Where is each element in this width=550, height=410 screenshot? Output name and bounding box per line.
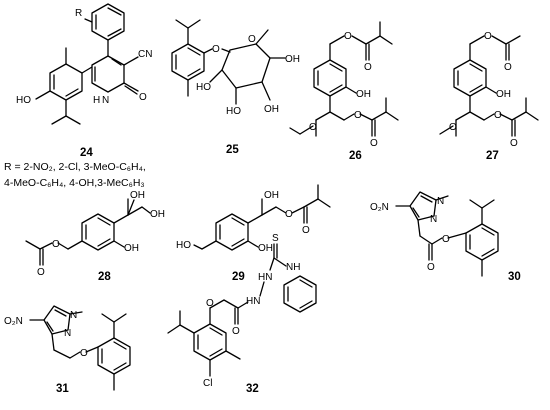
label-31-n2: N: [70, 310, 77, 321]
compound-27: O O OH O O O 27: [439, 31, 539, 162]
label-28-oh3: OH: [124, 243, 139, 254]
compound-26: O O OH O O O 26: [289, 21, 399, 162]
label-29-oh2: OH: [258, 243, 273, 254]
r-groups-line-2: 4-MeO-C₆H₄, 4-OH,3-MeC₆H₃: [4, 177, 145, 189]
compound-number-29: 29: [232, 271, 245, 283]
label-26-o3: O: [354, 110, 362, 121]
label-32-o1: O: [206, 298, 214, 309]
compound-25: O O OH HO HO OH 25: [171, 19, 300, 156]
label-28-oh1: OH: [130, 190, 145, 201]
compound-30: O₂N N N O O 30: [370, 191, 521, 283]
label-31-o: O: [80, 348, 88, 359]
label-27-o5: O: [449, 122, 457, 133]
label-25-oh1: OH: [285, 54, 300, 65]
label-32-hn2: HN: [246, 296, 260, 307]
compound-29: OH O O OH HO 29: [176, 184, 331, 283]
label-28-oh2: OH: [150, 209, 165, 220]
label-29-ho: HO: [176, 240, 191, 251]
r-groups-line-1: R = 2-NO₂, 2-Cl, 3-MeO-C₆H₄,: [4, 161, 146, 173]
label-30-o2n: O₂N: [370, 202, 389, 213]
label-31-o2n: O₂N: [4, 316, 23, 327]
label-30-n1: N: [430, 214, 437, 225]
label-26-oh: OH: [356, 89, 371, 100]
compound-number-24: 24: [80, 147, 93, 159]
label-30-n2: N: [437, 196, 444, 207]
compound-31: O₂N N N O 31: [4, 305, 131, 395]
label-28-o1: O: [52, 239, 60, 250]
label-29-oh1: OH: [264, 190, 279, 201]
label-25-oh2: OH: [264, 104, 279, 115]
label-27-o1: O: [484, 31, 492, 42]
label-32-nh: NH: [286, 262, 300, 273]
label-27-o4: O: [510, 138, 518, 149]
label-25-o-ring: O: [248, 34, 256, 45]
label-29-o2: O: [302, 225, 310, 236]
label-26-o2: O: [364, 62, 372, 73]
compound-number-30: 30: [508, 271, 521, 283]
label-25-o-link: O: [212, 44, 220, 55]
label-31-n1: N: [64, 328, 71, 339]
label-32-o2: O: [232, 326, 240, 337]
label-26-o4: O: [370, 138, 378, 149]
compound-number-25: 25: [226, 144, 239, 156]
label-24-nh: H: [93, 95, 100, 106]
label-24-o: O: [139, 92, 147, 103]
compound-28: OH OH OH O O 28: [25, 190, 165, 283]
compound-32: S HN NH HN O O Cl 32: [167, 233, 317, 395]
label-25-ho2: HO: [226, 106, 241, 117]
label-30-o1: O: [442, 234, 450, 245]
label-25-ho1: HO: [196, 82, 211, 93]
label-30-o2: O: [427, 262, 435, 273]
label-26-o5: O: [309, 122, 317, 133]
compound-24: R CN O N H HO 24: [16, 3, 152, 159]
label-27-o2: O: [504, 62, 512, 73]
label-28-o2: O: [37, 267, 45, 278]
label-27-o3: O: [494, 110, 502, 121]
label-26-o1: O: [344, 31, 352, 42]
label-29-o1: O: [285, 209, 293, 220]
label-32-hn1: HN: [258, 272, 272, 283]
label-32-s: S: [272, 233, 279, 244]
compound-number-32: 32: [246, 383, 259, 395]
compound-number-26: 26: [349, 150, 362, 162]
compound-number-27: 27: [486, 150, 499, 162]
label-24-r: R: [75, 8, 82, 19]
compound-number-31: 31: [56, 383, 69, 395]
label-24-cn: CN: [138, 49, 152, 60]
label-24-ho: HO: [16, 95, 31, 106]
compound-number-28: 28: [98, 271, 111, 283]
label-32-cl: Cl: [203, 378, 212, 389]
label-27-oh: OH: [496, 89, 511, 100]
label-24-n: N: [102, 95, 109, 106]
